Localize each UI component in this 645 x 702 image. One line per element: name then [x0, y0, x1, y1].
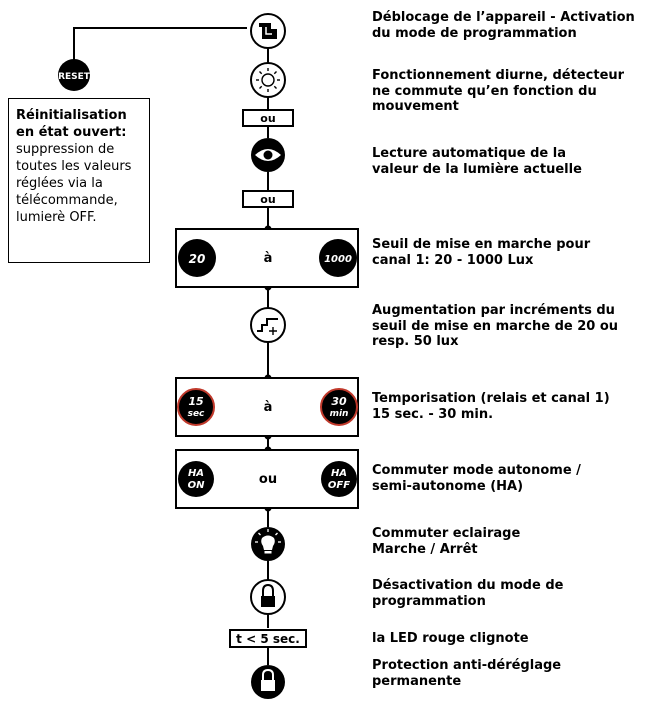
- lock-icon: [250, 579, 286, 615]
- step-description-unlock: Déblocage de l’appareil - Activation du …: [372, 10, 635, 41]
- threshold-min-label: 20: [189, 252, 206, 266]
- reset-description: suppression de toutes les valeurs réglée…: [16, 142, 132, 225]
- step-description-light: Commuter eclairage Marche / Arrêt: [372, 526, 521, 557]
- ha-mode-box: HA ON ou HA OFF: [175, 449, 359, 509]
- range-to-label: à: [264, 251, 273, 266]
- range-to-label: à: [264, 400, 273, 415]
- timer-max-value: 30: [331, 395, 347, 408]
- timer-min-value: 15: [188, 395, 204, 408]
- flow-lines: [73, 27, 269, 665]
- step-description-day: Fonctionnement diurne, détecteur ne comm…: [372, 68, 625, 114]
- step-description-ha: Commuter mode autonome / semi-autonome (…: [372, 463, 581, 494]
- or-label: ou: [260, 193, 275, 206]
- step-description-threshold: Seuil de mise en marche pour canal 1: 20…: [372, 237, 591, 268]
- timer-min-unit: sec: [188, 409, 205, 419]
- sun-icon: [250, 62, 286, 98]
- or-label: ou: [260, 112, 275, 125]
- step-description-timer: Temporisation (relais et canal 1) 15 sec…: [372, 391, 610, 422]
- timer-max-button: [320, 388, 358, 426]
- timer-min-button: [177, 388, 215, 426]
- ha-off-bottom: OFF: [328, 480, 350, 491]
- threshold-min-button: [178, 239, 216, 277]
- or-box-2: ou: [242, 190, 294, 208]
- eye-icon: [251, 138, 285, 172]
- ha-on-button: [178, 461, 214, 497]
- timer-threshold-label: t < 5 sec.: [236, 632, 300, 646]
- step-description-protect: Protection anti-déréglage permanente: [372, 658, 562, 689]
- protection-lock-icon: [251, 665, 285, 699]
- timer-max-unit: min: [330, 409, 349, 419]
- ha-off-button: [321, 461, 357, 497]
- light-bulb-icon: [251, 527, 285, 561]
- step-increment-icon: [250, 307, 286, 343]
- reset-title: Réinitialisation en état ouvert:: [16, 108, 127, 140]
- reset-button-label: RESET: [58, 72, 91, 82]
- step-description-led: la LED rouge clignote: [372, 631, 529, 646]
- step-description-step: Augmentation par incréments du seuil de …: [372, 303, 619, 349]
- ha-off-top: HA: [331, 468, 347, 479]
- reset-button: RESET: [58, 59, 91, 91]
- ha-on-top: HA: [188, 468, 204, 479]
- unlock-icon: [250, 13, 286, 49]
- ha-on-bottom: ON: [188, 480, 206, 491]
- threshold-range-box: 20 à 1000: [175, 228, 359, 288]
- step-description-eye: Lecture automatique de la valeur de la l…: [372, 146, 582, 177]
- reset-connector-line: [73, 27, 247, 60]
- or-label: ou: [259, 472, 277, 487]
- step-description-lock: Désactivation du mode de programmation: [372, 578, 564, 609]
- or-box-1: ou: [242, 109, 294, 127]
- reset-info-box: Réinitialisation en état ouvert: suppres…: [8, 98, 150, 263]
- threshold-max-button: [319, 239, 357, 277]
- timer-threshold-box: t < 5 sec.: [229, 629, 307, 648]
- timer-range-box: 15 sec à 30 min: [175, 377, 359, 437]
- threshold-max-label: 1000: [324, 254, 352, 265]
